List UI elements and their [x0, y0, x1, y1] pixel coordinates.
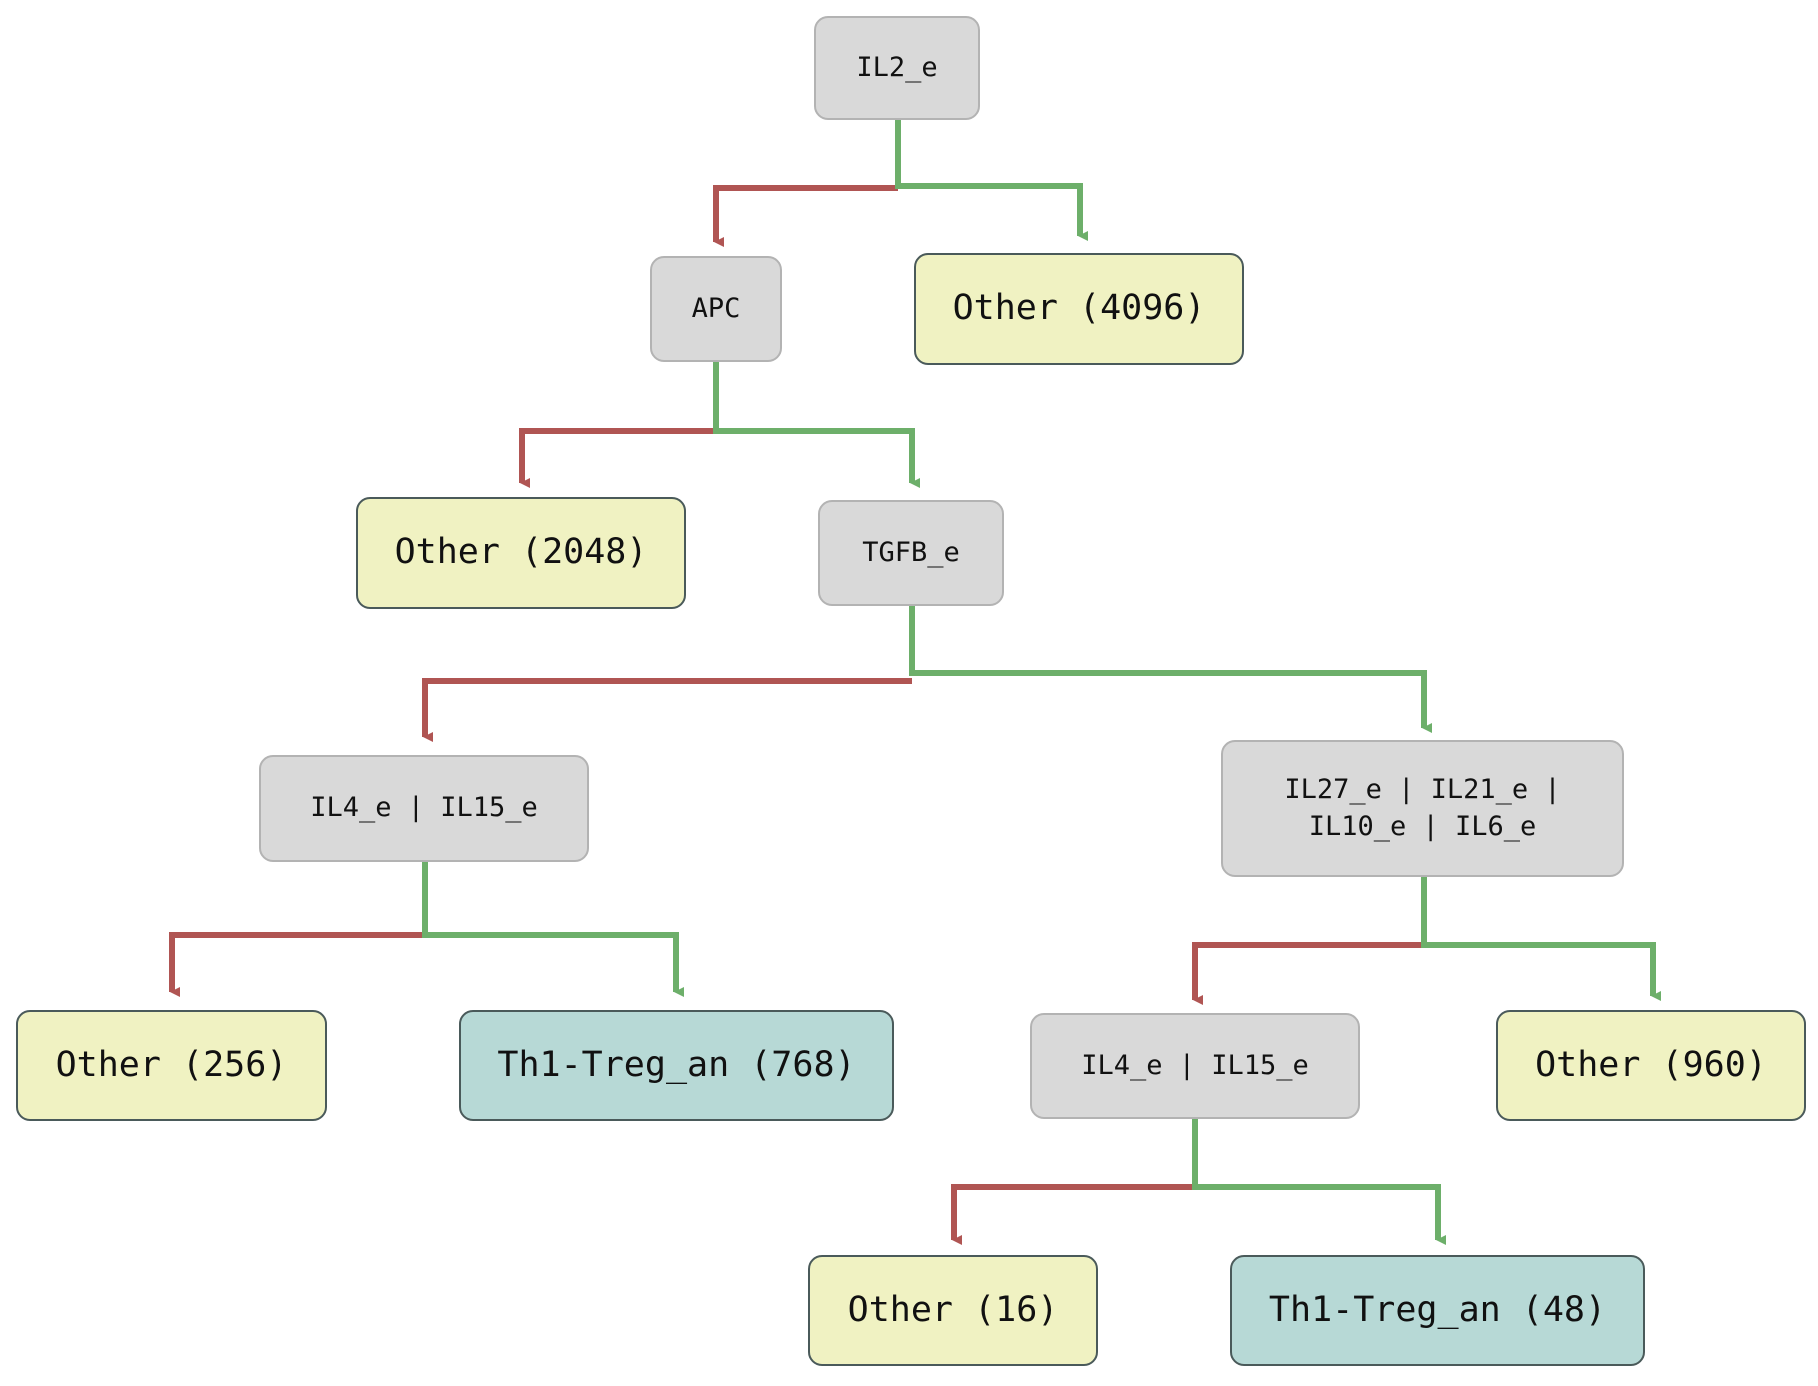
edge-il4-left-true [422, 862, 684, 997]
edge-il4-left-false [169, 932, 425, 997]
node-il27-il21-il10-il6: IL27_e | IL21_e | IL10_e | IL6_e [1221, 740, 1624, 877]
edge-tgfb-true [909, 606, 1432, 733]
edge-root-true [895, 120, 1088, 241]
edge-il4-right-false [951, 1184, 1195, 1245]
edge-il27-true [1421, 877, 1661, 1001]
leaf-th1-treg-an-768: Th1-Treg_an (768) [459, 1010, 894, 1121]
edge-apc-false [519, 428, 716, 488]
edge-apc-true [713, 362, 920, 488]
node-il4-il15-right: IL4_e | IL15_e [1030, 1013, 1360, 1119]
leaf-other-16: Other (16) [808, 1255, 1098, 1366]
node-tgfb-e: TGFB_e [818, 500, 1004, 606]
edge-il27-false [1192, 942, 1424, 1005]
edge-il4-right-true [1192, 1119, 1446, 1245]
node-il2-e: IL2_e [814, 16, 980, 120]
edge-root-false [713, 185, 898, 247]
leaf-other-2048: Other (2048) [356, 497, 686, 609]
leaf-other-4096: Other (4096) [914, 253, 1244, 365]
node-apc: APC [650, 256, 782, 362]
edge-tgfb-false [422, 678, 912, 742]
leaf-other-960: Other (960) [1496, 1010, 1806, 1121]
leaf-th1-treg-an-48: Th1-Treg_an (48) [1230, 1255, 1645, 1366]
leaf-other-256: Other (256) [16, 1010, 327, 1121]
node-il4-il15-left: IL4_e | IL15_e [259, 755, 589, 862]
